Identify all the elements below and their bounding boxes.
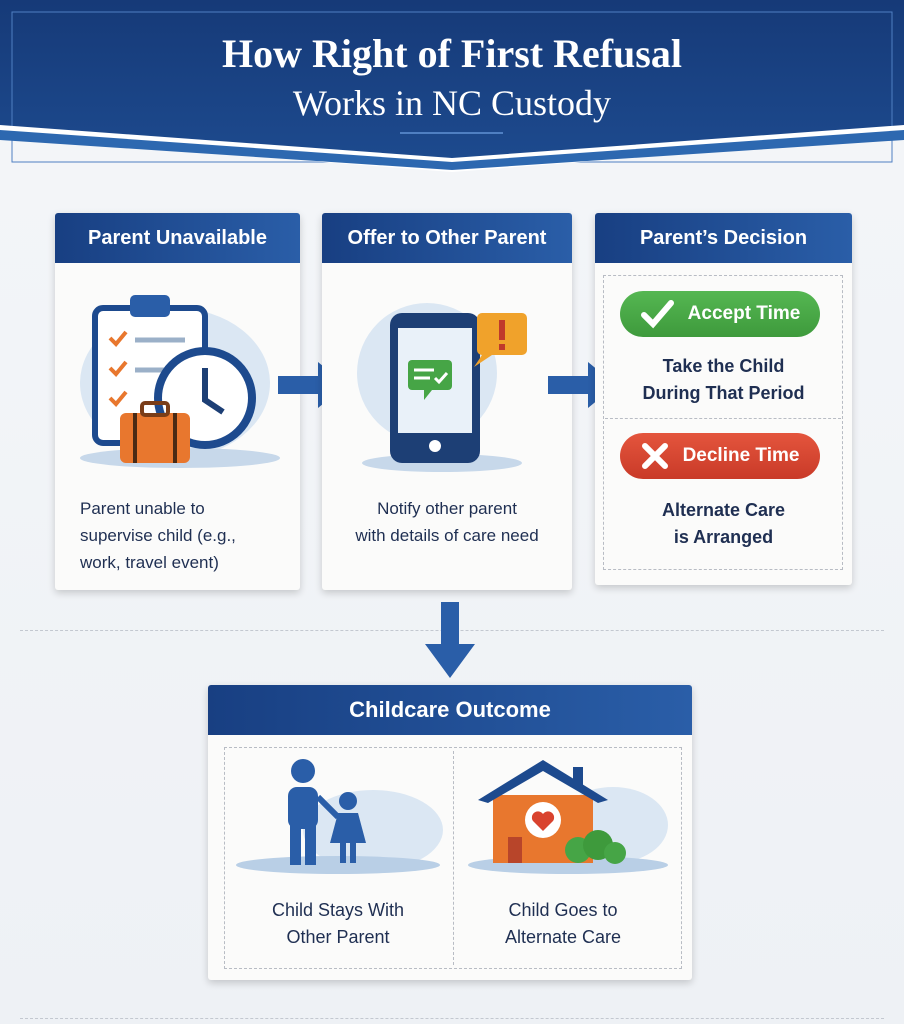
outcome-title: Childcare Outcome [208,685,692,735]
step-description: Notify other parent with details of care… [322,495,572,549]
clipboard-clock-suitcase-icon [80,295,280,468]
outcome-box [224,747,682,969]
desc-line: Notify other parent [377,499,517,518]
accept-time-option: Accept Time [620,291,820,337]
decline-time-option: Decline Time [620,433,820,479]
desc-line: supervise child (e.g., [80,526,236,545]
title-line2: Works in NC Custody [292,83,612,123]
desc-line: with details of care need [355,526,539,545]
phone-message-icon [357,303,527,472]
step-title: Offer to Other Parent [322,213,572,263]
step-card-parent-unavailable: Parent Unavailable Parent unable to supe… [55,213,300,590]
desc-line: Parent unable to [80,499,205,518]
outcome-line: Child Goes to [508,900,618,920]
step-card-offer: Offer to Other Parent Notify other paren… [322,213,572,590]
decline-label: Decline Time [682,445,800,466]
step-title: Parent Unavailable [55,213,300,263]
divider [605,418,841,419]
outcome-alternate: Child Goes to Alternate Care [438,897,688,951]
header-banner [0,0,904,172]
divider [453,751,454,965]
result-line: is Arranged [673,527,774,547]
x-mark-icon [641,443,668,469]
outcome-line: Child Stays With [271,900,405,920]
step-description: Parent unable to supervise child (e.g., … [55,495,300,576]
outcome-line: Other Parent [286,927,390,947]
decision-box [603,275,843,570]
step-title: Parent’s Decision [595,213,852,263]
title-line1: How Right of First Refusal [222,31,682,76]
result-line: During That Period [642,383,805,403]
divider [20,1018,884,1019]
outcome-card: Childcare Outcome Child Stays With Other… [208,685,692,980]
arrow-down-icon [425,602,475,678]
result-line: Take the Child [662,356,785,376]
outcome-stays: Child Stays With Other Parent [208,897,468,951]
result-line: Alternate Care [661,500,786,520]
house-heart-icon [468,760,668,874]
desc-line: work, travel event) [80,553,219,572]
accept-label: Accept Time [687,303,801,324]
outcome-line: Alternate Care [504,927,622,947]
accept-result: Take the Child During That Period [595,353,852,407]
step-card-decision: Parent’s Decision Accept Time Take the C… [595,213,852,585]
parent-child-icon [236,759,443,874]
decline-result: Alternate Care is Arranged [595,497,852,551]
checkmark-icon [640,300,674,329]
